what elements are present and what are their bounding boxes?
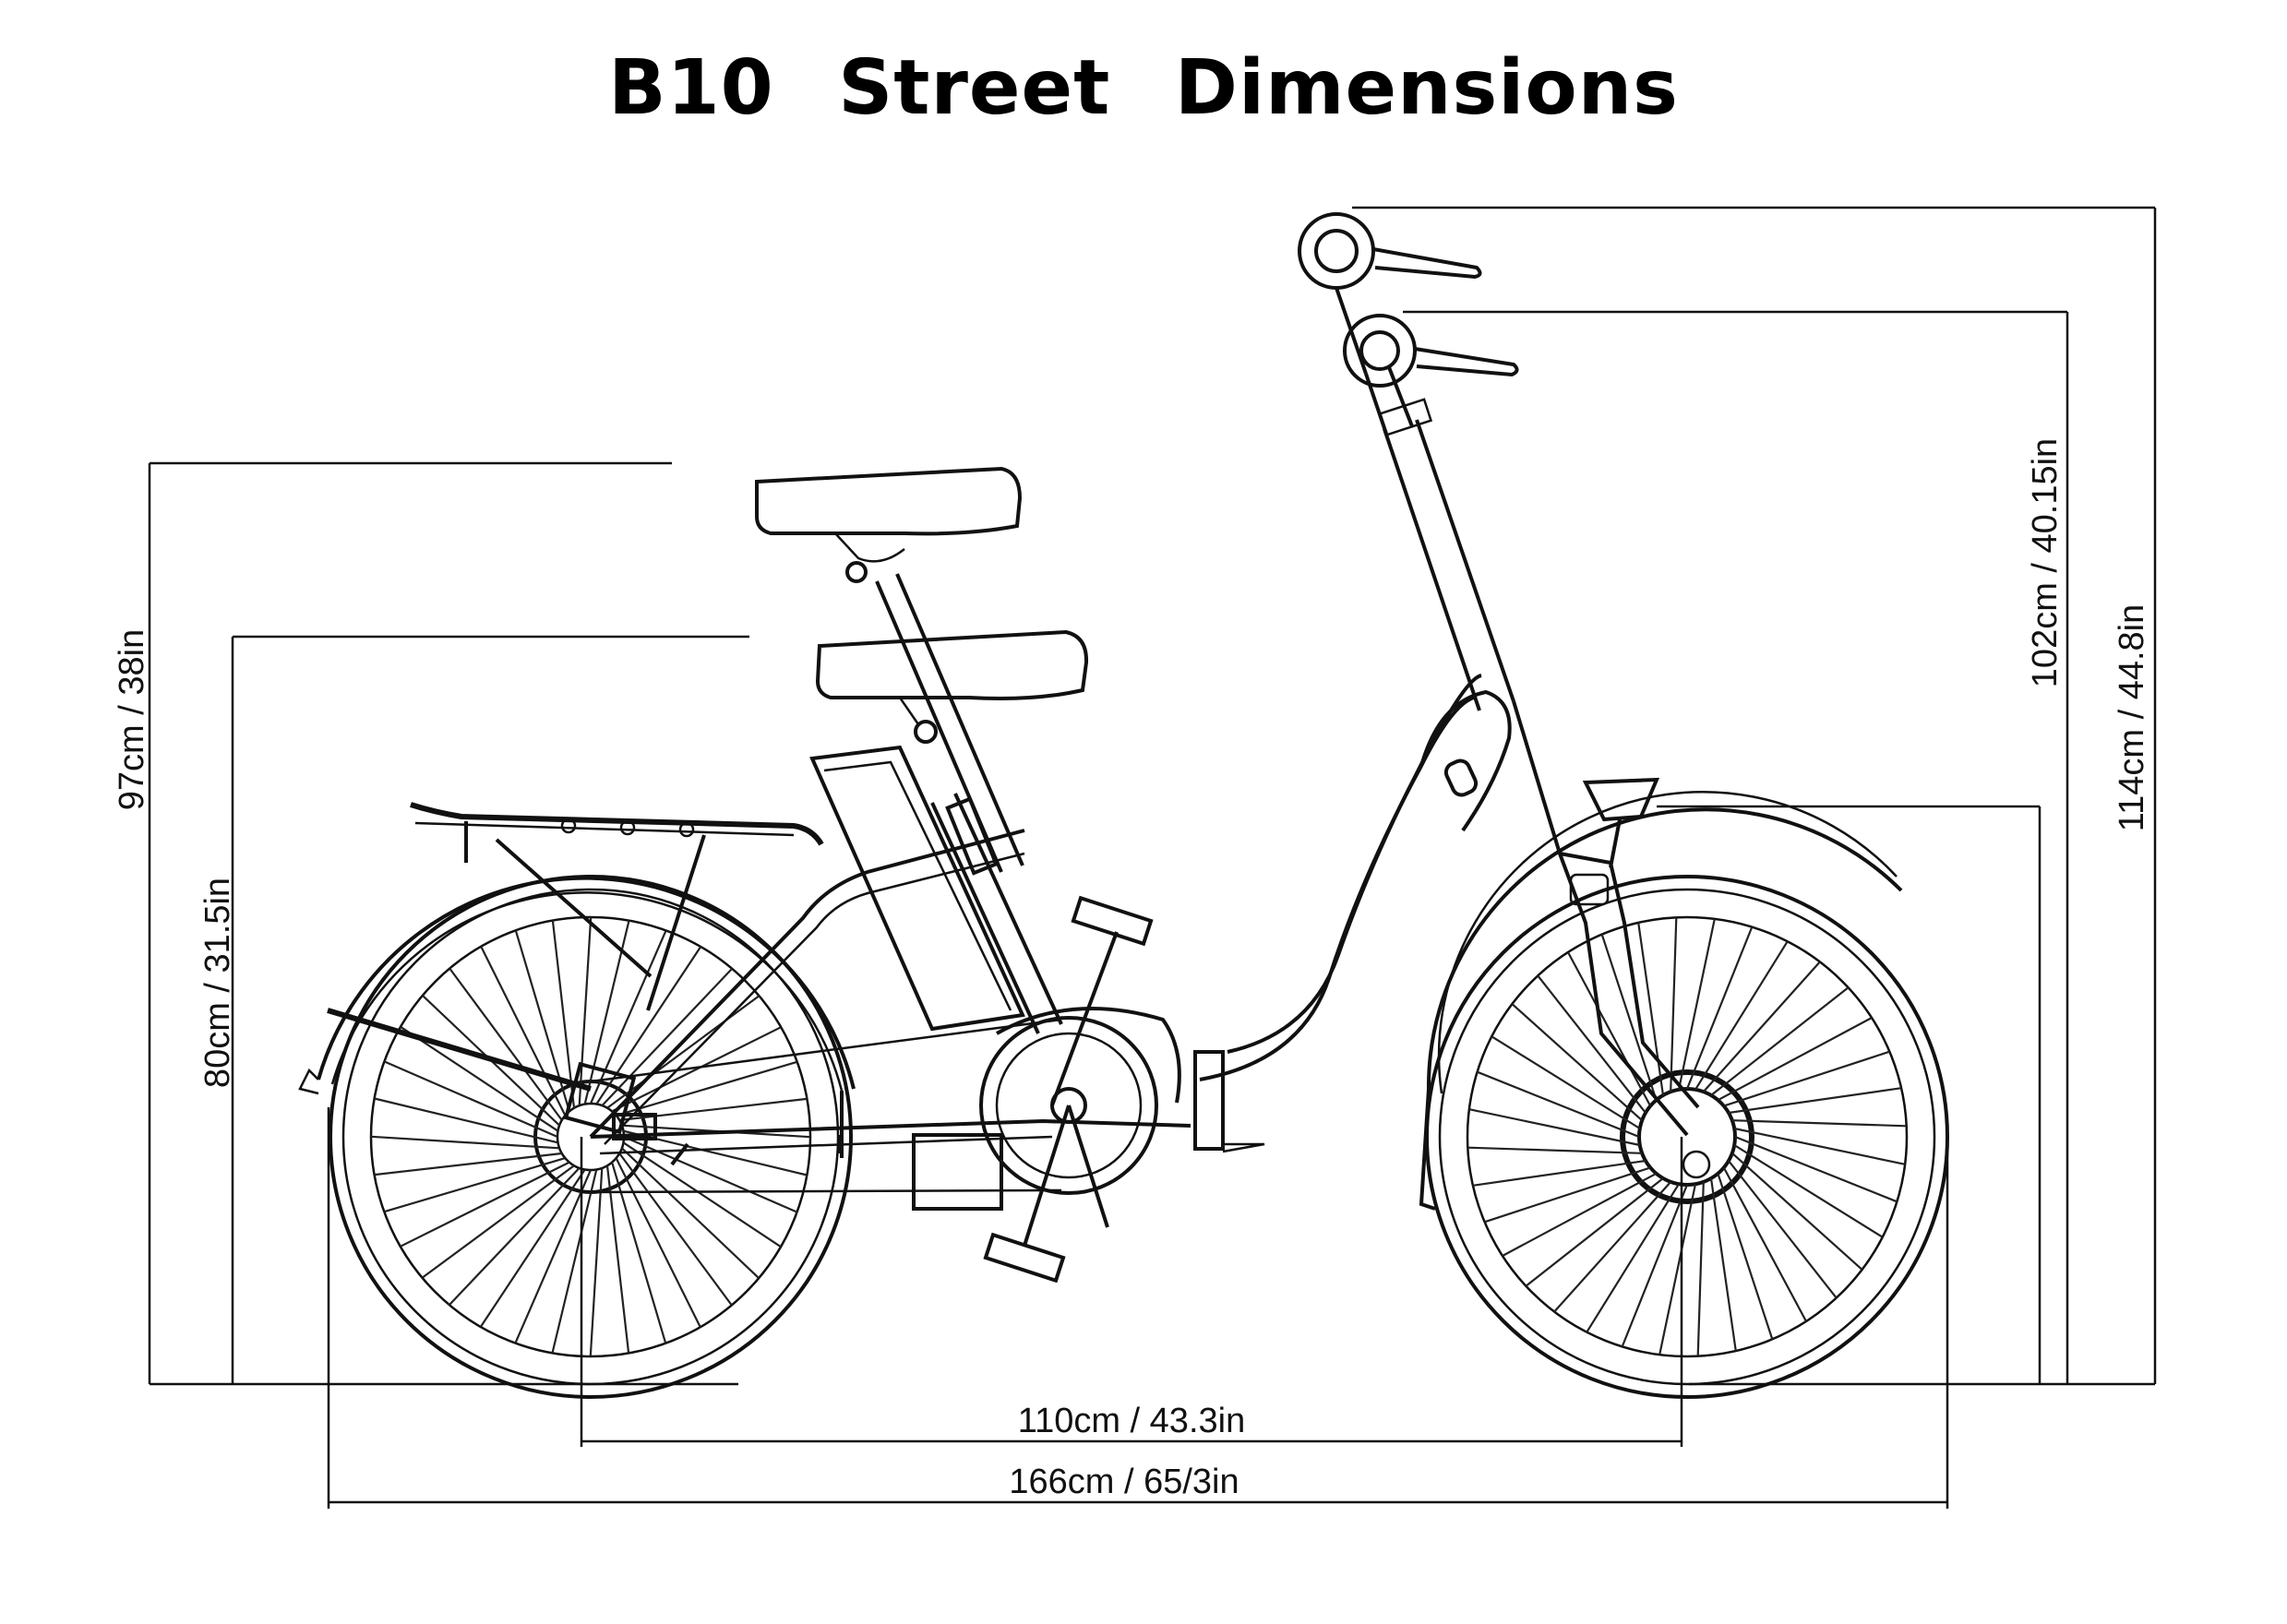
- spoke: [623, 1135, 798, 1213]
- rear-hub-details: [327, 1008, 657, 1140]
- spoke: [514, 929, 570, 1112]
- spoke: [514, 1169, 593, 1344]
- spoke: [1525, 1177, 1664, 1287]
- spoke: [1567, 951, 1652, 1107]
- spoke: [589, 929, 667, 1105]
- spoke: [1717, 1173, 1774, 1340]
- spoke: [621, 1147, 760, 1279]
- spoke: [1621, 1184, 1689, 1347]
- spoke: [370, 1135, 560, 1150]
- spoke: [1722, 1166, 1807, 1322]
- dim-wheelbase-label: 110cm / 43.3in: [1018, 1402, 1245, 1440]
- spoke: [578, 916, 593, 1106]
- spoke: [601, 968, 733, 1106]
- spoke: [374, 1097, 558, 1144]
- spoke: [1723, 1050, 1890, 1107]
- rear-rack: [410, 802, 824, 1011]
- spoke: [551, 1169, 598, 1354]
- dim-saddle-high-label: 97cm / 38in: [113, 629, 151, 810]
- spoke: [383, 1157, 566, 1213]
- battery: [809, 745, 1025, 1032]
- spoke: [605, 1165, 630, 1354]
- spoke: [618, 1152, 733, 1307]
- spoke: [1728, 1160, 1838, 1299]
- spoke: [1586, 1183, 1680, 1333]
- spoke: [1484, 1166, 1651, 1224]
- bike-illustration: [298, 212, 1949, 1399]
- dim-saddle-low: 80cm / 31.5in: [198, 635, 749, 1384]
- spoke: [1696, 1181, 1705, 1356]
- spoke: [1472, 1159, 1646, 1187]
- dim-saddle-high: 97cm / 38in: [113, 461, 672, 1384]
- dim-handlebar-high: 114cm / 44.8in: [1352, 206, 2157, 1384]
- front-wheel: [1425, 875, 1949, 1399]
- spoke: [480, 946, 567, 1116]
- spoke: [1685, 926, 1754, 1090]
- spoke: [611, 1162, 667, 1344]
- spoke: [1467, 1146, 1643, 1154]
- spoke: [1537, 974, 1646, 1114]
- front-fender: [1426, 807, 1903, 1090]
- spoke: [1731, 1119, 1907, 1128]
- spoke: [551, 920, 576, 1108]
- saddle-low: [815, 629, 1089, 700]
- dim-saddle-low-label: 80cm / 31.5in: [198, 878, 237, 1088]
- rear-fender: [317, 876, 856, 1090]
- spoke: [400, 1025, 559, 1132]
- spoke: [400, 1161, 570, 1248]
- spoke: [1731, 1152, 1863, 1271]
- headlight: [1582, 777, 1660, 822]
- spoke: [1658, 1183, 1697, 1355]
- dim-handlebar-low-label: 102cm / 40.15in: [2026, 438, 2065, 687]
- dim-wheelbase: 110cm / 43.3in: [580, 1137, 1683, 1447]
- spoke: [1728, 1087, 1902, 1115]
- dim-overall-length: 166cm / 65/3in: [327, 1107, 1949, 1509]
- spoke: [1677, 918, 1716, 1091]
- spoke: [1734, 1135, 1898, 1203]
- spoke: [449, 1167, 581, 1306]
- handlebar-assembly: [1298, 212, 1700, 1137]
- spoke: [1702, 961, 1821, 1093]
- spoke: [619, 1097, 808, 1122]
- spoke: [1491, 1035, 1641, 1129]
- drivetrain: [590, 895, 1181, 1284]
- spoke: [611, 1026, 782, 1113]
- spoke: [1502, 1172, 1658, 1257]
- spoke: [421, 1164, 575, 1279]
- dim-overall-length-label: 166cm / 65/3in: [1009, 1463, 1239, 1501]
- spoke: [1709, 1177, 1737, 1352]
- spoke: [1468, 1108, 1641, 1147]
- spoke: [615, 1157, 701, 1328]
- spoke: [1733, 1127, 1906, 1165]
- dimension-lines: 97cm / 38in 80cm / 31.5in 102cm / 40.15i…: [113, 206, 2157, 1509]
- dim-handlebar-low: 102cm / 40.15in: [1403, 310, 2069, 1384]
- spoke: [1553, 1181, 1672, 1313]
- saddle-assembly: [755, 466, 1089, 876]
- spoke: [1733, 1144, 1884, 1238]
- spoke: [1694, 940, 1789, 1091]
- spoke: [1600, 934, 1658, 1101]
- saddle-high: [755, 466, 1023, 536]
- spoke: [1710, 986, 1850, 1096]
- spoke: [1477, 1070, 1640, 1139]
- spoke: [589, 1167, 604, 1357]
- spoke: [1670, 917, 1678, 1093]
- diagram-title: B10 Street Dimensions: [608, 44, 1679, 132]
- spoke: [1717, 1017, 1873, 1102]
- spoke: [449, 967, 563, 1121]
- handlebar-low: [1343, 314, 1417, 388]
- spoke: [1637, 922, 1665, 1096]
- spoke: [1511, 1003, 1643, 1122]
- handlebar-high: [1298, 212, 1375, 290]
- spoke: [616, 1060, 798, 1116]
- spoke: [374, 1152, 562, 1176]
- controller-box: [912, 1133, 1003, 1211]
- dim-handlebar-high-label: 114cm / 44.8in: [2113, 604, 2151, 831]
- spoke: [479, 1168, 586, 1328]
- spoke: [383, 1060, 558, 1139]
- spoke: [622, 1141, 782, 1248]
